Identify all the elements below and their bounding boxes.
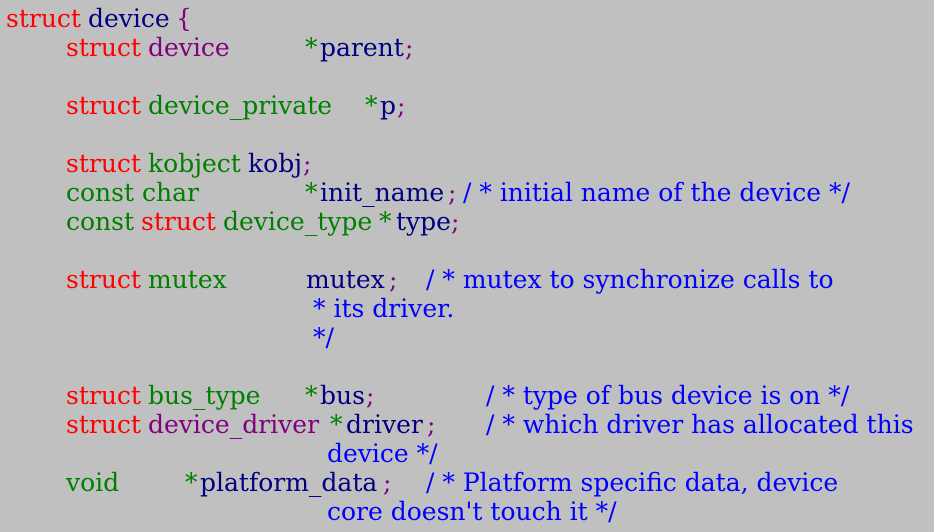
code-token: void	[66, 468, 120, 497]
code-token: struct	[66, 149, 141, 178]
code-comment: * its driver.	[313, 294, 455, 323]
code-token: bus	[320, 381, 365, 410]
code-token: device	[88, 4, 170, 33]
code-token: device_type	[223, 207, 373, 236]
code-token: parent	[320, 33, 404, 62]
code-token: struct	[66, 381, 141, 410]
code-token: ;	[303, 149, 312, 178]
code-token: *	[365, 91, 378, 120]
code-token: *	[330, 410, 343, 439]
code-token: bus_type	[148, 381, 261, 410]
code-token: ;	[397, 91, 406, 120]
code-token: const char	[66, 178, 199, 207]
code-token: device_driver	[148, 410, 320, 439]
code-token: struct	[141, 207, 216, 236]
code-token: driver	[346, 410, 423, 439]
code-token: const	[66, 207, 135, 236]
code-comment: / * mutex to synchronize calls to	[426, 265, 834, 294]
code-token: struct	[66, 33, 141, 62]
code-token: platform_data	[200, 468, 378, 497]
code-token: {	[176, 4, 192, 33]
code-token: device	[148, 33, 230, 62]
code-comment: device */	[327, 439, 438, 468]
code-comment: core doesn't touch it */	[327, 497, 617, 526]
code-token: ;	[427, 410, 436, 439]
code-token: struct	[66, 91, 141, 120]
code-token: ;	[405, 33, 414, 62]
code-token: device_private	[148, 91, 333, 120]
code-token: *	[185, 468, 198, 497]
code-token: struct	[6, 4, 81, 33]
code-token: init_name	[320, 178, 445, 207]
code-token: ;	[389, 265, 398, 294]
code-token: struct	[66, 265, 141, 294]
code-token: p	[380, 91, 397, 120]
code-token: *	[305, 381, 318, 410]
code-token: *	[379, 207, 392, 236]
code-token: type	[396, 207, 451, 236]
code-comment: */	[313, 323, 334, 352]
code-token: ;	[366, 381, 375, 410]
code-comment: / * Platform specific data, device	[426, 468, 839, 497]
code-token: ;	[451, 207, 460, 236]
code-token: mutex	[306, 265, 385, 294]
code-token: ;	[383, 468, 392, 497]
code-token: kobject	[148, 149, 241, 178]
code-comment: / * which driver has allocated this	[486, 410, 914, 439]
code-token: *	[305, 33, 318, 62]
code-comment: / * initial name of the device */	[463, 178, 850, 207]
code-comment: / * type of bus device is on */	[486, 381, 850, 410]
code-token: mutex	[148, 265, 227, 294]
code-token: kobj	[248, 149, 302, 178]
code-token: ;	[448, 178, 457, 207]
code-token: *	[305, 178, 318, 207]
code-token: struct	[66, 410, 141, 439]
